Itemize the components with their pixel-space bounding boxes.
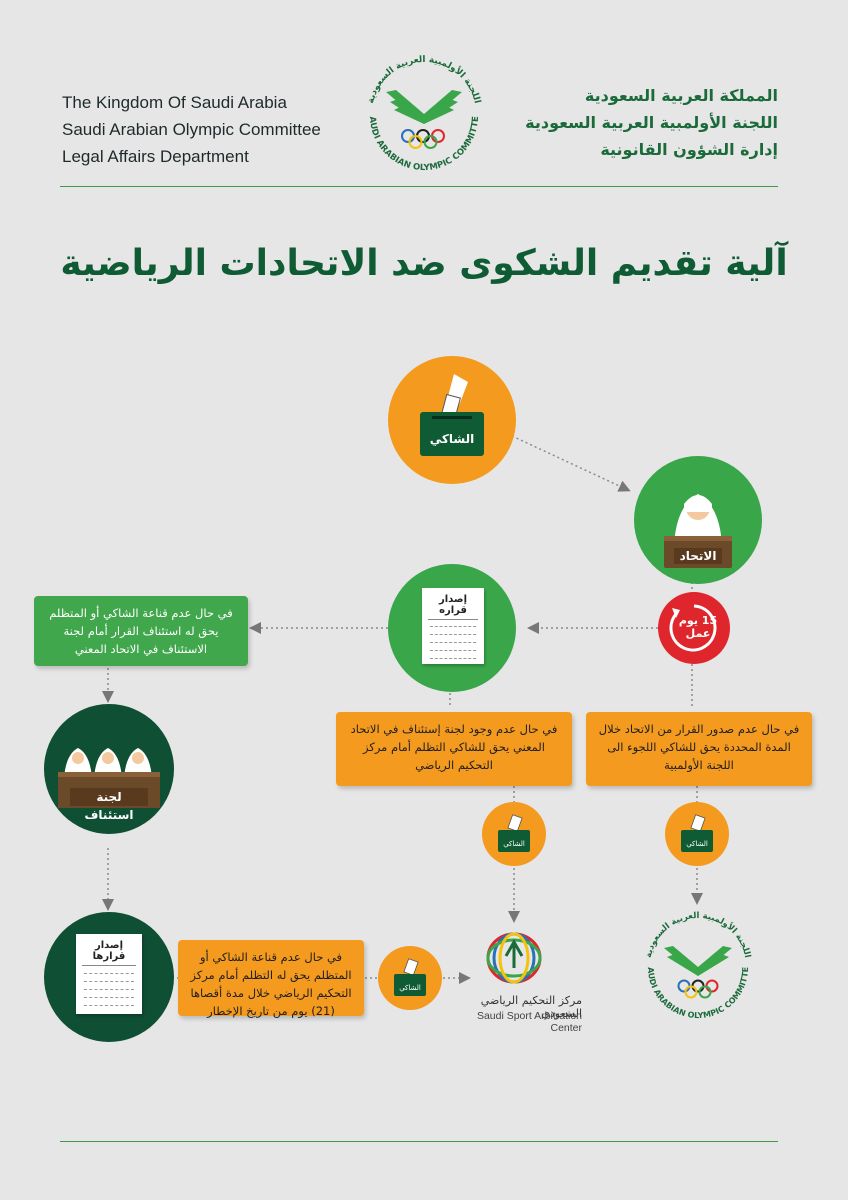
- footer-divider: [60, 1141, 778, 1142]
- header-en-line3: Legal Affairs Department: [62, 147, 249, 166]
- arbitration-center-name-en: Saudi Sport Arbitration Center: [476, 1010, 582, 1034]
- arrow-complainant-to-federation: [511, 435, 631, 492]
- header-en-line1: The Kingdom Of Saudi Arabia: [62, 93, 287, 112]
- ballot-box-icon: [681, 814, 713, 852]
- header-ar-line1: المملكة العربية السعودية: [584, 86, 778, 105]
- small-complainant-node-right: الشاكي: [665, 802, 729, 866]
- small-complainant-node-middle: الشاكي: [482, 802, 546, 866]
- header-en-line2: Saudi Arabian Olympic Committee: [62, 120, 321, 139]
- appeals-committee-label: لجنة استئناف: [70, 788, 148, 822]
- page-title: آلية تقديم الشكوى ضد الاتحادات الرياضية: [60, 243, 788, 284]
- olympic-rings-icon: [677, 979, 719, 999]
- complainant-label: الشاكي: [429, 432, 475, 446]
- no-decision-box: في حال عدم صدور القرار من الاتحاد خلال ا…: [586, 712, 812, 786]
- palm-wings-icon: [664, 946, 732, 976]
- appeals-committee-node: لجنة استئناف: [44, 704, 174, 834]
- logo-bottom-english-text: SAUDI ARABIAN OLYMPIC COMMITTEE: [636, 904, 750, 1020]
- appeal-option-box: في حال عدم قناعة الشاكي أو المتظلم يحق ل…: [34, 596, 248, 666]
- header-ar-line2: اللجنة الأولمبية العربية السعودية: [525, 113, 778, 132]
- appeals-decision-node: إصدار قرارها: [44, 912, 174, 1042]
- arbitration-center-logo: [486, 932, 542, 984]
- logo-bottom-arabic-text: اللجنة الأولمبية العربية السعودية: [644, 911, 752, 959]
- decision-node: إصدار قراره: [388, 564, 516, 692]
- complainant-node: الشاكي: [388, 356, 516, 484]
- small-complainant-label-middle: الشاكي: [503, 840, 525, 848]
- small-complainant-label-bottom: الشاكي: [399, 984, 421, 992]
- ballot-box-icon: [498, 814, 530, 852]
- olympic-committee-logo: اللجنة الأولمبية العربية السعودية SAUDI …: [356, 44, 482, 173]
- decision-label: إصدار قراره: [428, 594, 478, 620]
- arbitration-center-name-ar: مركز التحكيم الرياضي السعودي: [480, 994, 582, 1020]
- final-appeal-box: في حال عدم قناعة الشاكي أو المتظلم يحق ل…: [178, 940, 364, 1018]
- header-ar-line3: إدارة الشؤون القانونية: [600, 140, 778, 159]
- olympic-rings-icon: [401, 129, 445, 149]
- federation-label: الاتحاد: [674, 548, 722, 564]
- header-english: The Kingdom Of Saudi Arabia Saudi Arabia…: [62, 89, 321, 170]
- olympic-committee-logo-bottom: اللجنة الأولمبية العربية السعودية SAUDI …: [636, 904, 752, 1020]
- small-complainant-label-right: الشاكي: [686, 840, 708, 848]
- ballot-box-icon: [394, 958, 426, 996]
- header-divider: [60, 186, 778, 187]
- deadline-label: 15 يوم عمل: [678, 614, 718, 640]
- deadline-node: 15 يوم عمل: [658, 592, 730, 664]
- appeals-decision-label: إصدار قرارها: [82, 940, 136, 966]
- federation-node: الاتحاد: [634, 456, 762, 584]
- header-arabic: المملكة العربية السعودية اللجنة الأولمبي…: [525, 82, 778, 163]
- official-person-icon: [664, 494, 732, 568]
- palm-wings-icon: [386, 90, 462, 124]
- no-appeals-committee-box: في حال عدم وجود لجنة إستئناف في الاتحاد …: [336, 712, 572, 786]
- decision-document: إصدار قراره: [422, 588, 484, 664]
- ballot-box-icon: [420, 374, 484, 456]
- appeals-decision-document: إصدار قرارها: [76, 934, 142, 1014]
- clock-arrow-icon: [669, 604, 717, 652]
- small-complainant-node-bottom: الشاكي: [378, 946, 442, 1010]
